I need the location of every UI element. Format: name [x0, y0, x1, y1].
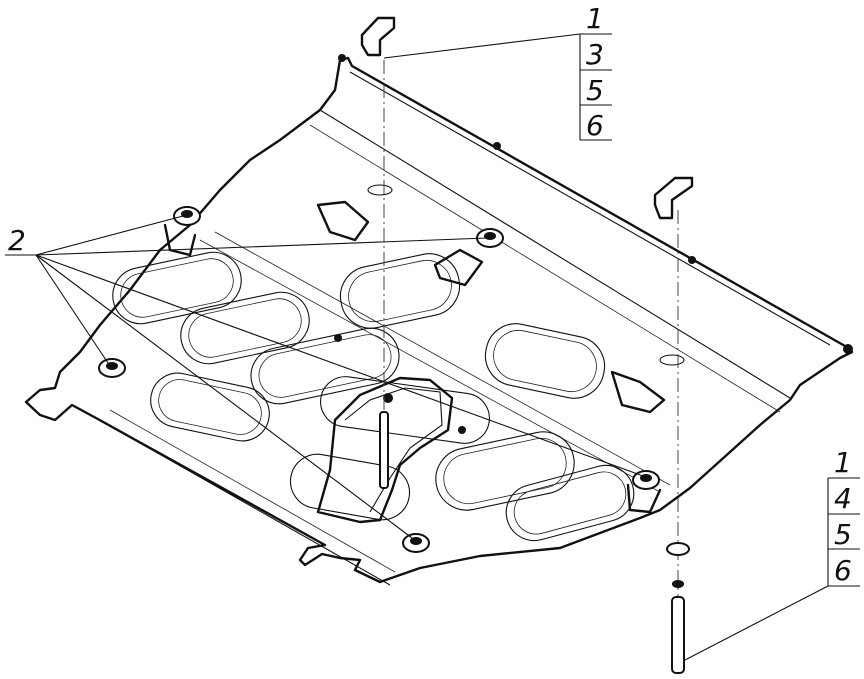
leader-line — [35, 254, 644, 477]
hook-bracket — [653, 176, 694, 220]
cutout — [120, 258, 234, 318]
hole — [688, 256, 696, 264]
mid-bend-line — [199, 239, 661, 493]
nut — [173, 206, 201, 226]
rear-bend-line — [95, 417, 391, 586]
callout-label: 3 — [586, 38, 604, 71]
cutout — [320, 376, 490, 444]
hole — [334, 334, 342, 342]
callout-label: 4 — [834, 482, 852, 515]
front-flange-line-2 — [309, 124, 781, 413]
cutout — [112, 251, 242, 325]
cutout — [493, 329, 597, 393]
bolt-shaft — [379, 411, 389, 489]
rib-cutouts — [112, 251, 635, 542]
tri-cutout — [433, 248, 484, 287]
leader-line — [35, 254, 111, 367]
hole — [493, 142, 501, 150]
hole — [843, 344, 853, 354]
cutout — [258, 334, 392, 398]
leader-line — [35, 254, 413, 539]
bracket — [163, 223, 197, 257]
rear-bend-line-2 — [109, 409, 396, 573]
top-edge-line — [349, 71, 831, 346]
hole — [338, 54, 346, 62]
callout-label: 2 — [8, 224, 26, 257]
callout-label: 6 — [586, 109, 604, 142]
leader-line — [684, 585, 829, 661]
tri-cutout — [610, 370, 666, 414]
hole — [458, 426, 466, 434]
cutout — [339, 253, 461, 329]
hole — [383, 393, 393, 403]
cutout — [158, 379, 262, 435]
nut-small — [672, 580, 684, 588]
cutout — [348, 259, 452, 323]
front-flange-line — [319, 109, 791, 399]
cutout — [180, 291, 310, 365]
callout-label: 5 — [586, 74, 604, 107]
cutout — [443, 437, 567, 505]
tri-cutout — [316, 200, 370, 242]
callout-stack-top: 1 3 5 6 — [579, 2, 612, 142]
bracket — [626, 483, 662, 514]
cutout — [188, 298, 302, 358]
callout-left: 2 — [5, 224, 36, 257]
washer — [666, 542, 690, 556]
cutout — [505, 464, 635, 542]
cutout — [435, 431, 575, 511]
slot — [367, 184, 393, 196]
mid-bend-line-2 — [214, 231, 671, 486]
callout-label: 6 — [834, 554, 852, 587]
leader-line — [35, 215, 184, 256]
cutout — [289, 453, 411, 521]
callout-stack-bottom: 1 4 5 6 — [827, 446, 860, 587]
nut — [402, 533, 430, 553]
callout-label: 5 — [834, 518, 852, 551]
hook-bracket — [360, 16, 396, 57]
cutout — [150, 372, 270, 442]
nut — [98, 358, 126, 378]
leader-line — [383, 33, 581, 59]
bolt-shaft — [671, 596, 685, 674]
cutout — [484, 323, 606, 399]
cutout — [250, 327, 400, 405]
callout-label: 1 — [586, 2, 604, 35]
slot — [659, 354, 685, 366]
nut — [632, 470, 660, 490]
cutout — [513, 471, 627, 535]
plate-outline — [24, 56, 854, 584]
callout-label: 1 — [834, 446, 852, 479]
center-tunnel-inner — [344, 387, 443, 513]
leader-line — [35, 237, 488, 256]
center-tunnel — [316, 376, 454, 524]
